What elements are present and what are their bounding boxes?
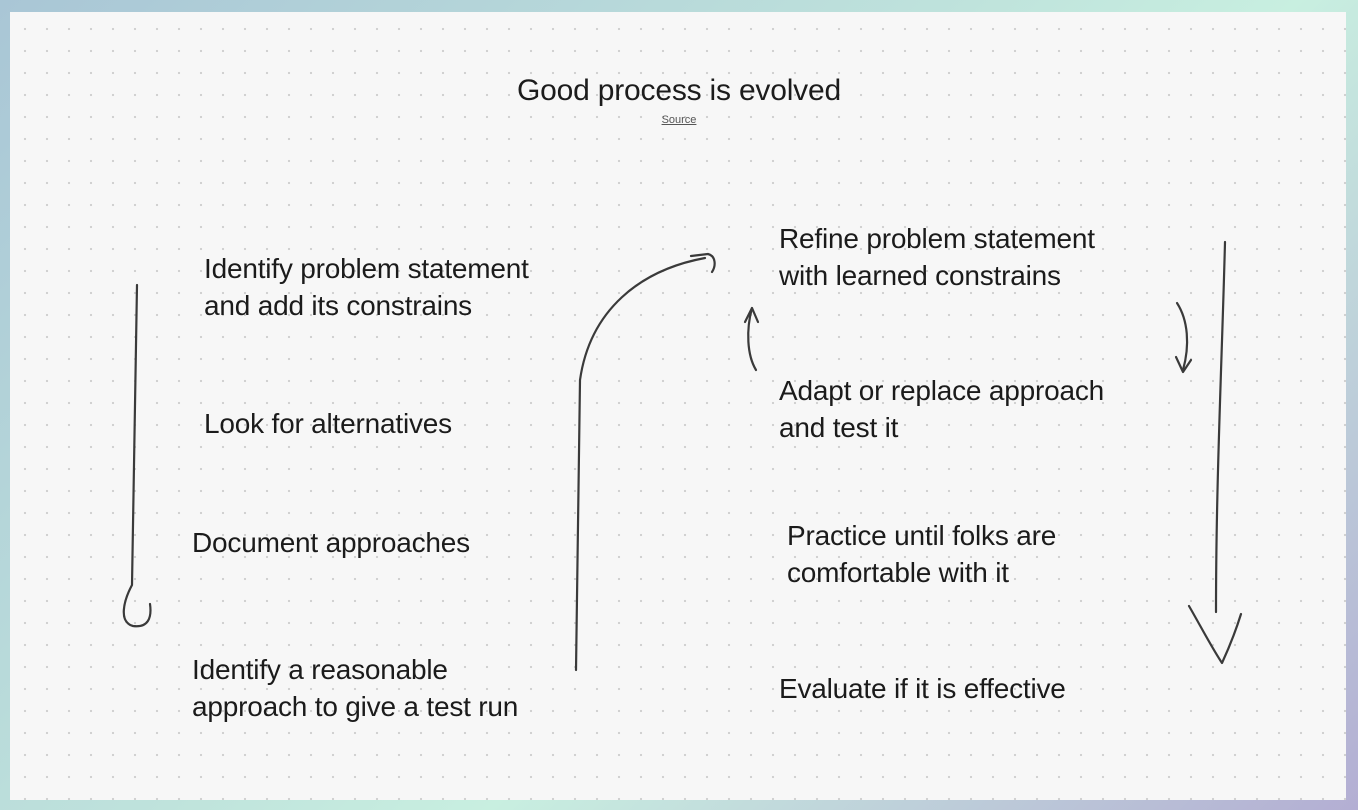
small-up-arrow-head — [743, 306, 760, 324]
right-down-arrow — [1214, 240, 1227, 614]
step-look-for-alternatives: Look for alternatives — [204, 408, 452, 439]
center-arrow-head — [689, 252, 716, 274]
center-up-arrow — [574, 256, 707, 672]
step-practice: Practice until folks are comfortable wit… — [787, 520, 1057, 588]
small-up-arrow — [747, 306, 758, 372]
left-down-arrow — [122, 283, 152, 628]
source-link[interactable]: Source — [661, 114, 697, 126]
small-down-arrow-head — [1174, 355, 1193, 374]
small-down-arrow — [1175, 301, 1189, 372]
step-adapt-approach: Adapt or replace approach and test it — [779, 375, 1104, 443]
step-identify-problem: Identify problem statement and add its c… — [204, 253, 529, 321]
step-document-approaches: Document approaches — [192, 527, 470, 558]
step-evaluate: Evaluate if it is effective — [779, 673, 1066, 704]
whiteboard-canvas — [10, 12, 1346, 800]
right-down-arrow-head — [1187, 604, 1243, 665]
diagram-title: Good process is evolved — [517, 74, 841, 107]
step-refine-problem: Refine problem statement with learned co… — [779, 223, 1095, 291]
step-identify-approach: Identify a reasonable approach to give a… — [192, 654, 519, 722]
